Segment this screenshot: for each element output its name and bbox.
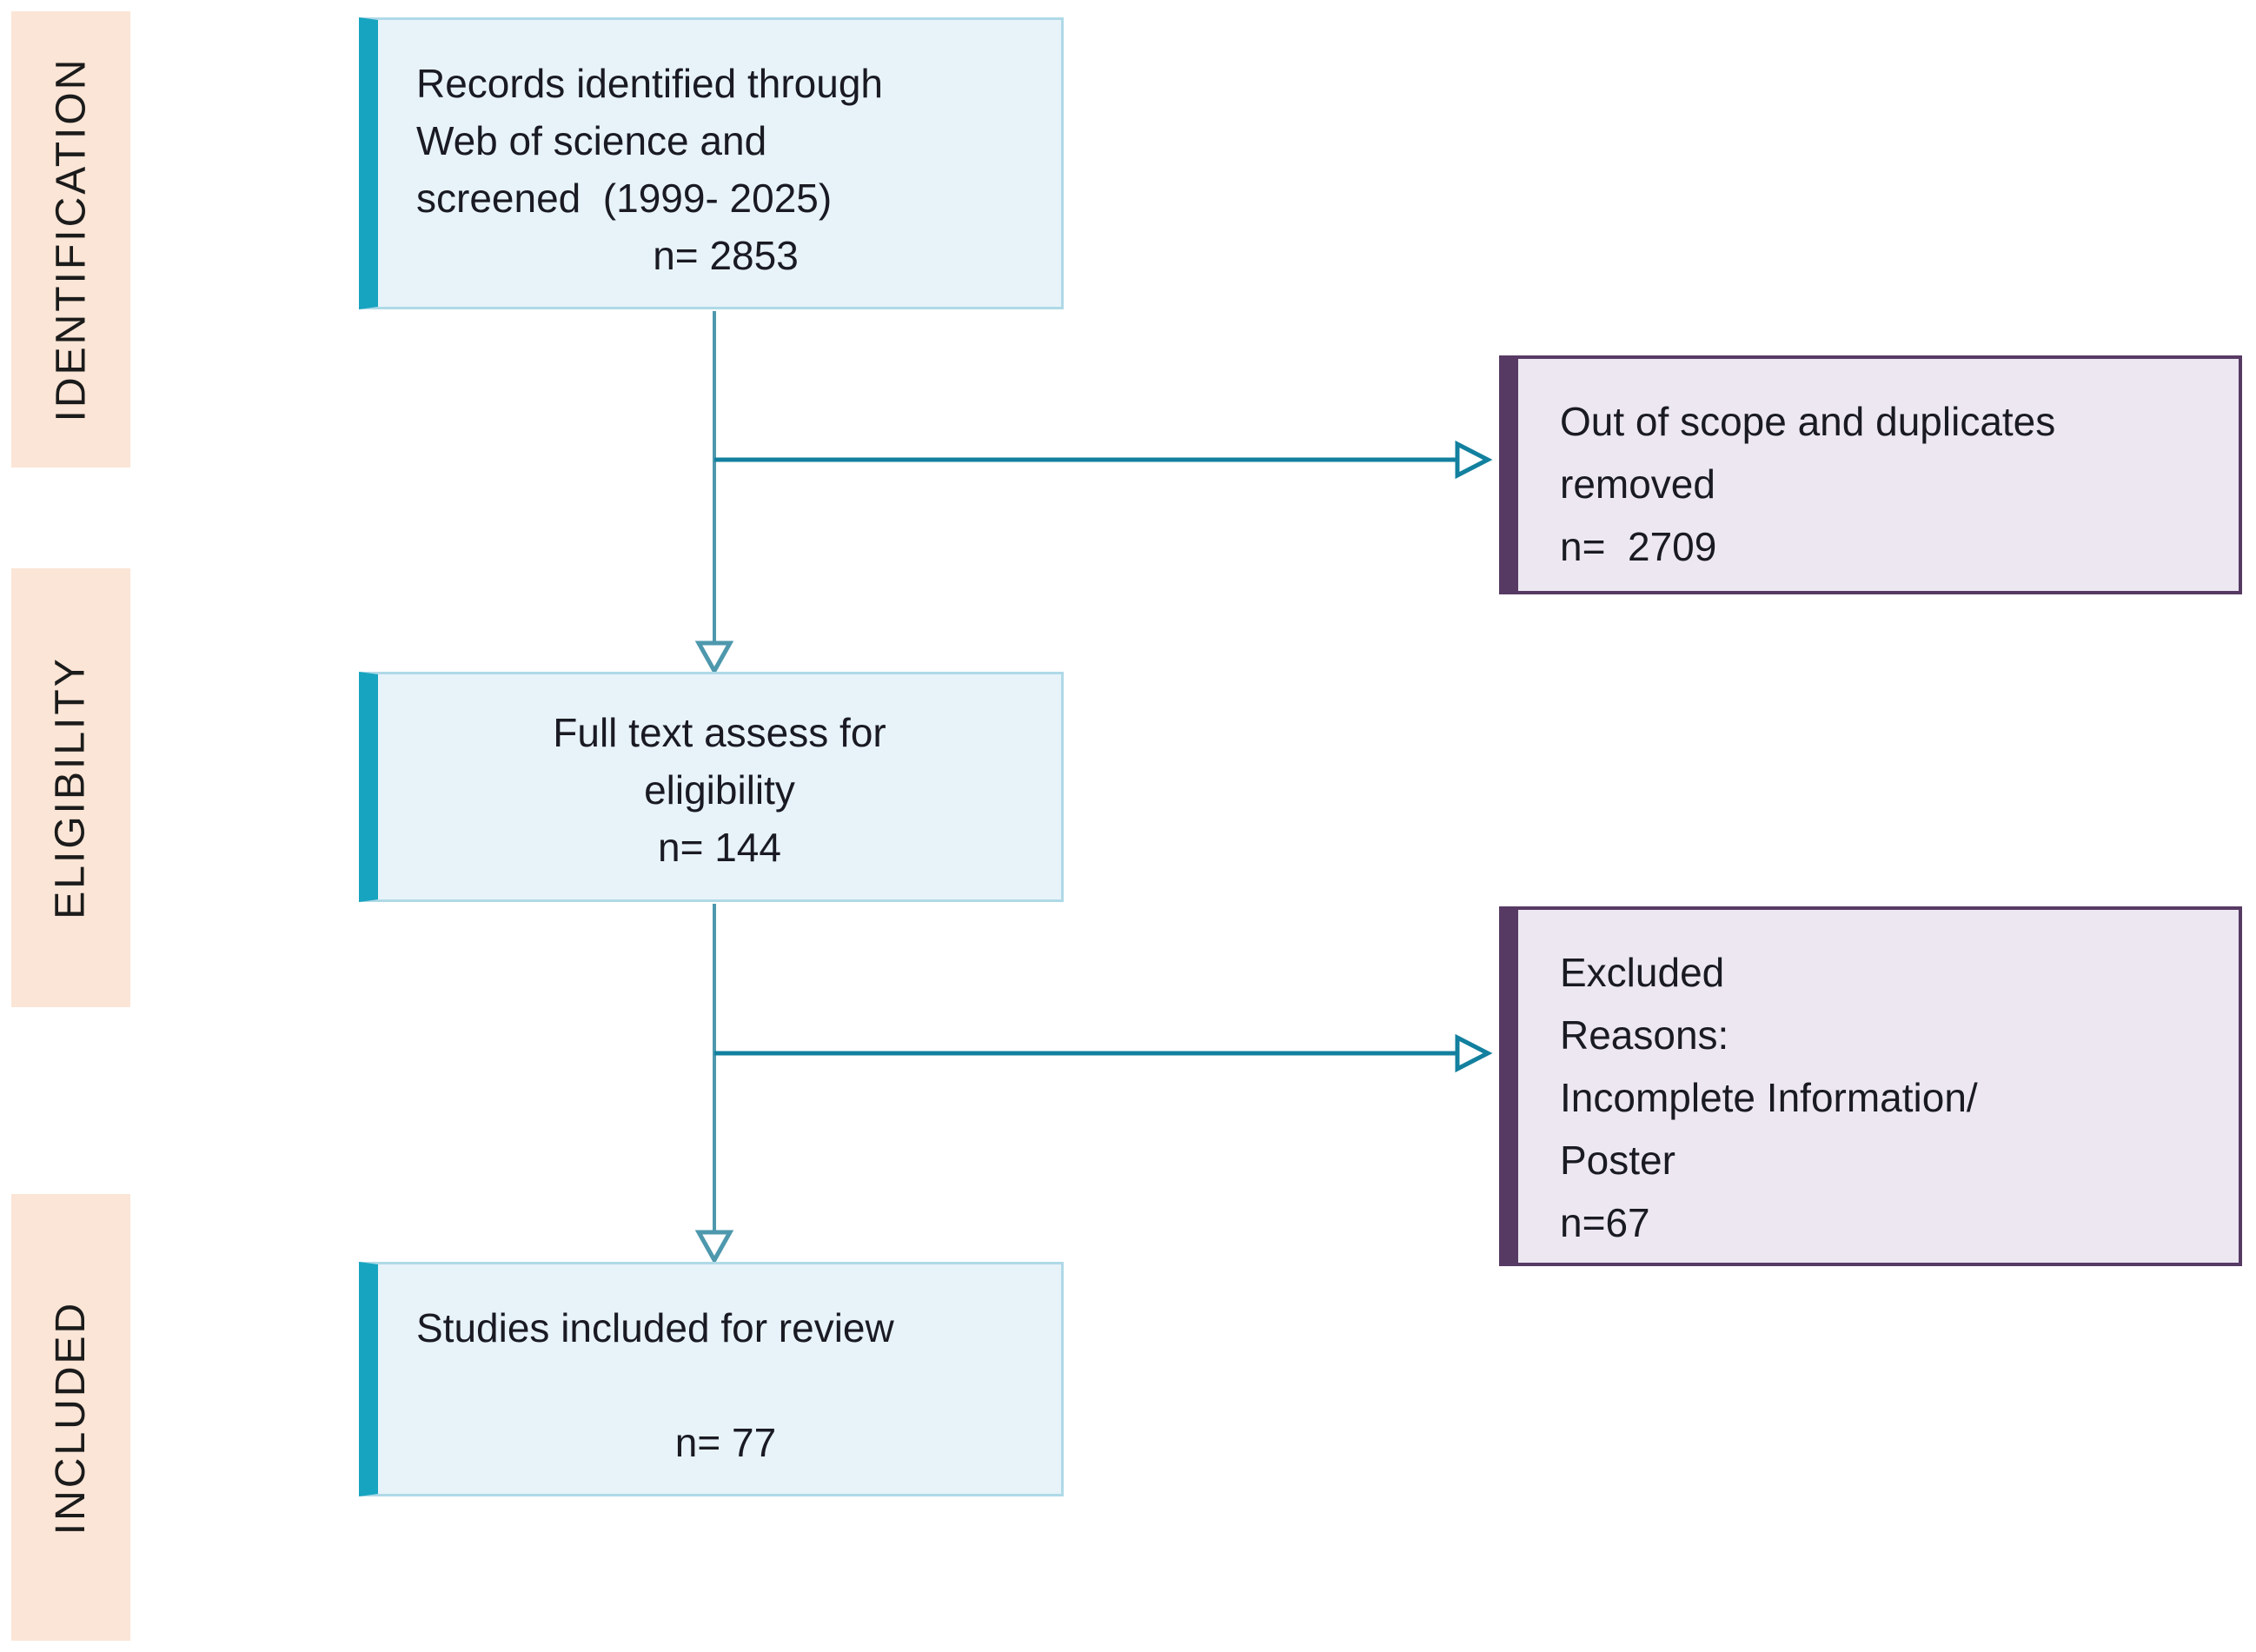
stage-label-eligibility: ELIGIBILITY (11, 568, 130, 1007)
stage-label-included: INCLUDED (11, 1194, 130, 1641)
right-arrowhead-icon (1455, 440, 1493, 480)
text-line (416, 1357, 1035, 1414)
stage-label-text: INCLUDED (48, 1300, 94, 1535)
right-arrowhead-icon (1455, 1033, 1493, 1073)
records-identified-box: Records identified through Web of scienc… (359, 17, 1064, 309)
text-line: n= 144 (658, 825, 781, 870)
stage-label-text: ELIGIBILITY (48, 656, 94, 919)
text-line: eligibility (644, 767, 795, 813)
text-line: Records identified through (416, 61, 883, 106)
text-line: Web of science and (416, 118, 767, 163)
text-line: Excluded (1560, 950, 1725, 995)
text-line: screened (1999- 2025) (416, 176, 833, 221)
text-line: Reasons: (1560, 1012, 1729, 1058)
text-line: Poster (1560, 1138, 1675, 1183)
text-line: Incomplete Information/ (1560, 1075, 1978, 1120)
down-arrowhead-icon (694, 1230, 734, 1265)
studies-included-box: Studies included for review n= 77 (359, 1262, 1064, 1496)
text-line: n= 2853 (653, 233, 799, 278)
down-arrowhead-icon (694, 640, 734, 676)
text-line: n= 77 (674, 1420, 777, 1465)
text-line: Studies included for review (416, 1305, 894, 1350)
text-line: Full text assess for (553, 710, 886, 755)
text-line: Out of scope and duplicates (1560, 399, 2056, 444)
excluded-reasons-box: Excluded Reasons: Incomplete Information… (1499, 906, 2242, 1266)
text-line: n=67 (1560, 1200, 1650, 1245)
full-text-eligibility-box: Full text assess for eligibility n= 144 (359, 672, 1064, 902)
stage-label-text: IDENTIFICATION (48, 56, 95, 422)
stage-label-identification: IDENTIFICATION (11, 11, 130, 468)
text-line: removed (1560, 461, 1715, 507)
out-of-scope-removed-box: Out of scope and duplicates removed n= 2… (1499, 355, 2242, 594)
text-line: n= 2709 (1560, 524, 1717, 569)
